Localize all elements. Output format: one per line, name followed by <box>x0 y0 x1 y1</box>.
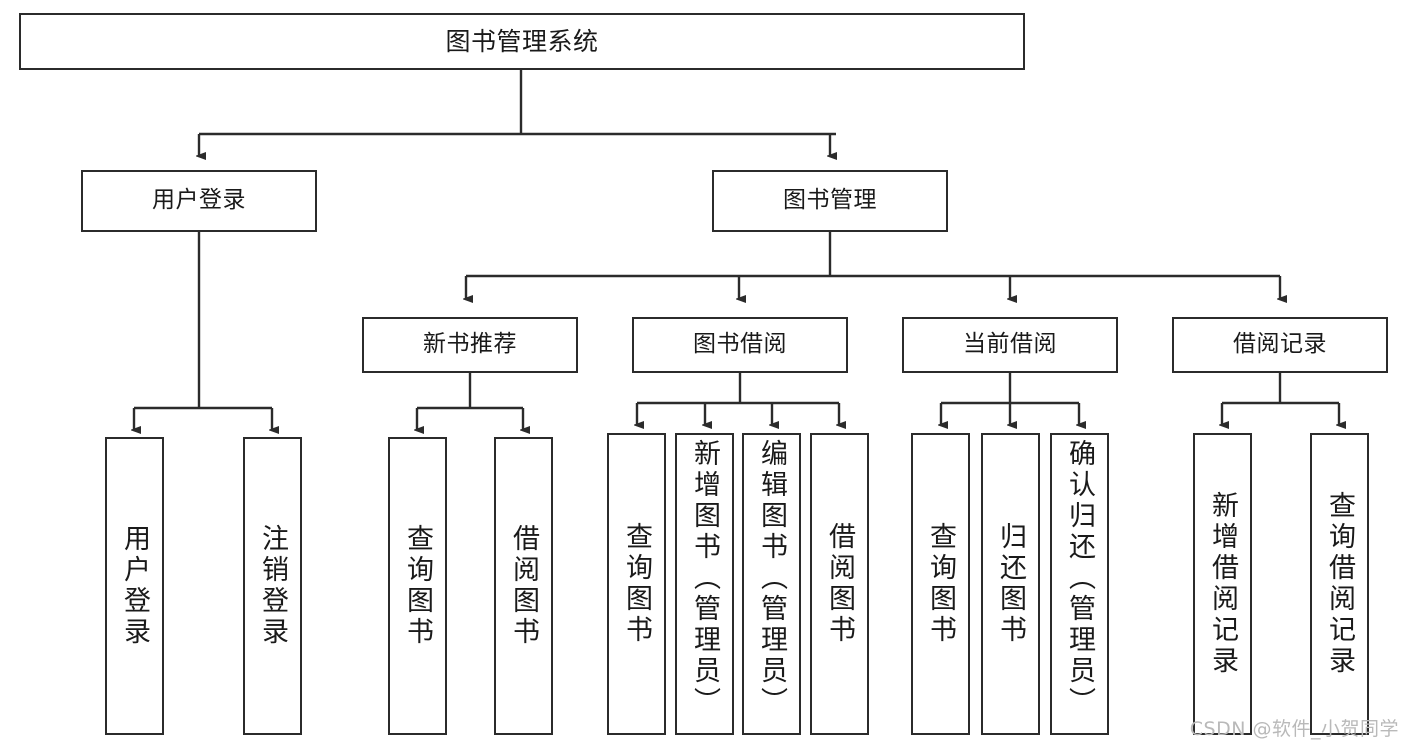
node-book-borrow-label: 图书借阅 <box>693 331 787 358</box>
leaf-current-query-book-label: 查询图书 <box>925 522 956 646</box>
node-root-label: 图书管理系统 <box>445 26 599 56</box>
leaf-records-add-record[interactable]: 新增借阅记录 <box>1193 433 1252 735</box>
node-new-book-recommend-label: 新书推荐 <box>423 331 517 358</box>
node-user-login-label: 用户登录 <box>152 187 246 214</box>
leaf-current-confirm-return-label: 确认归还（管理员） <box>1064 439 1095 718</box>
leaf-current-confirm-return[interactable]: 确认归还（管理员） <box>1050 433 1109 735</box>
node-book-management[interactable]: 图书管理 <box>712 170 948 232</box>
node-borrow-records-label: 借阅记录 <box>1233 331 1327 358</box>
leaf-newbook-borrow-book[interactable]: 借阅图书 <box>494 437 553 735</box>
leaf-borrow-add-book[interactable]: 新增图书（管理员） <box>675 433 734 735</box>
node-book-borrow[interactable]: 图书借阅 <box>632 317 848 373</box>
node-current-borrow[interactable]: 当前借阅 <box>902 317 1118 373</box>
node-current-borrow-label: 当前借阅 <box>963 331 1057 358</box>
leaf-user-login[interactable]: 用户登录 <box>105 437 164 735</box>
leaf-records-query-record[interactable]: 查询借阅记录 <box>1310 433 1369 735</box>
leaf-records-query-record-label: 查询借阅记录 <box>1324 491 1355 677</box>
leaf-current-query-book[interactable]: 查询图书 <box>911 433 970 735</box>
leaf-user-login-label: 用户登录 <box>119 524 150 648</box>
leaf-borrow-add-book-label: 新增图书（管理员） <box>689 439 720 718</box>
leaf-user-logout[interactable]: 注销登录 <box>243 437 302 735</box>
leaf-borrow-query-book[interactable]: 查询图书 <box>607 433 666 735</box>
leaf-records-add-record-label: 新增借阅记录 <box>1207 491 1238 677</box>
node-new-book-recommend[interactable]: 新书推荐 <box>362 317 578 373</box>
node-borrow-records[interactable]: 借阅记录 <box>1172 317 1388 373</box>
leaf-newbook-query-book-label: 查询图书 <box>402 524 433 648</box>
leaf-borrow-query-book-label: 查询图书 <box>621 522 652 646</box>
node-book-management-label: 图书管理 <box>783 187 877 214</box>
node-user-login[interactable]: 用户登录 <box>81 170 317 232</box>
leaf-borrow-borrow-book-label: 借阅图书 <box>824 522 855 646</box>
leaf-current-return-book[interactable]: 归还图书 <box>981 433 1040 735</box>
leaf-borrow-borrow-book[interactable]: 借阅图书 <box>810 433 869 735</box>
leaf-newbook-borrow-book-label: 借阅图书 <box>508 524 539 648</box>
leaf-borrow-edit-book[interactable]: 编辑图书（管理员） <box>742 433 801 735</box>
leaf-user-logout-label: 注销登录 <box>257 524 288 648</box>
leaf-borrow-edit-book-label: 编辑图书（管理员） <box>756 439 787 718</box>
node-root[interactable]: 图书管理系统 <box>19 13 1025 70</box>
leaf-current-return-book-label: 归还图书 <box>995 522 1026 646</box>
leaf-newbook-query-book[interactable]: 查询图书 <box>388 437 447 735</box>
